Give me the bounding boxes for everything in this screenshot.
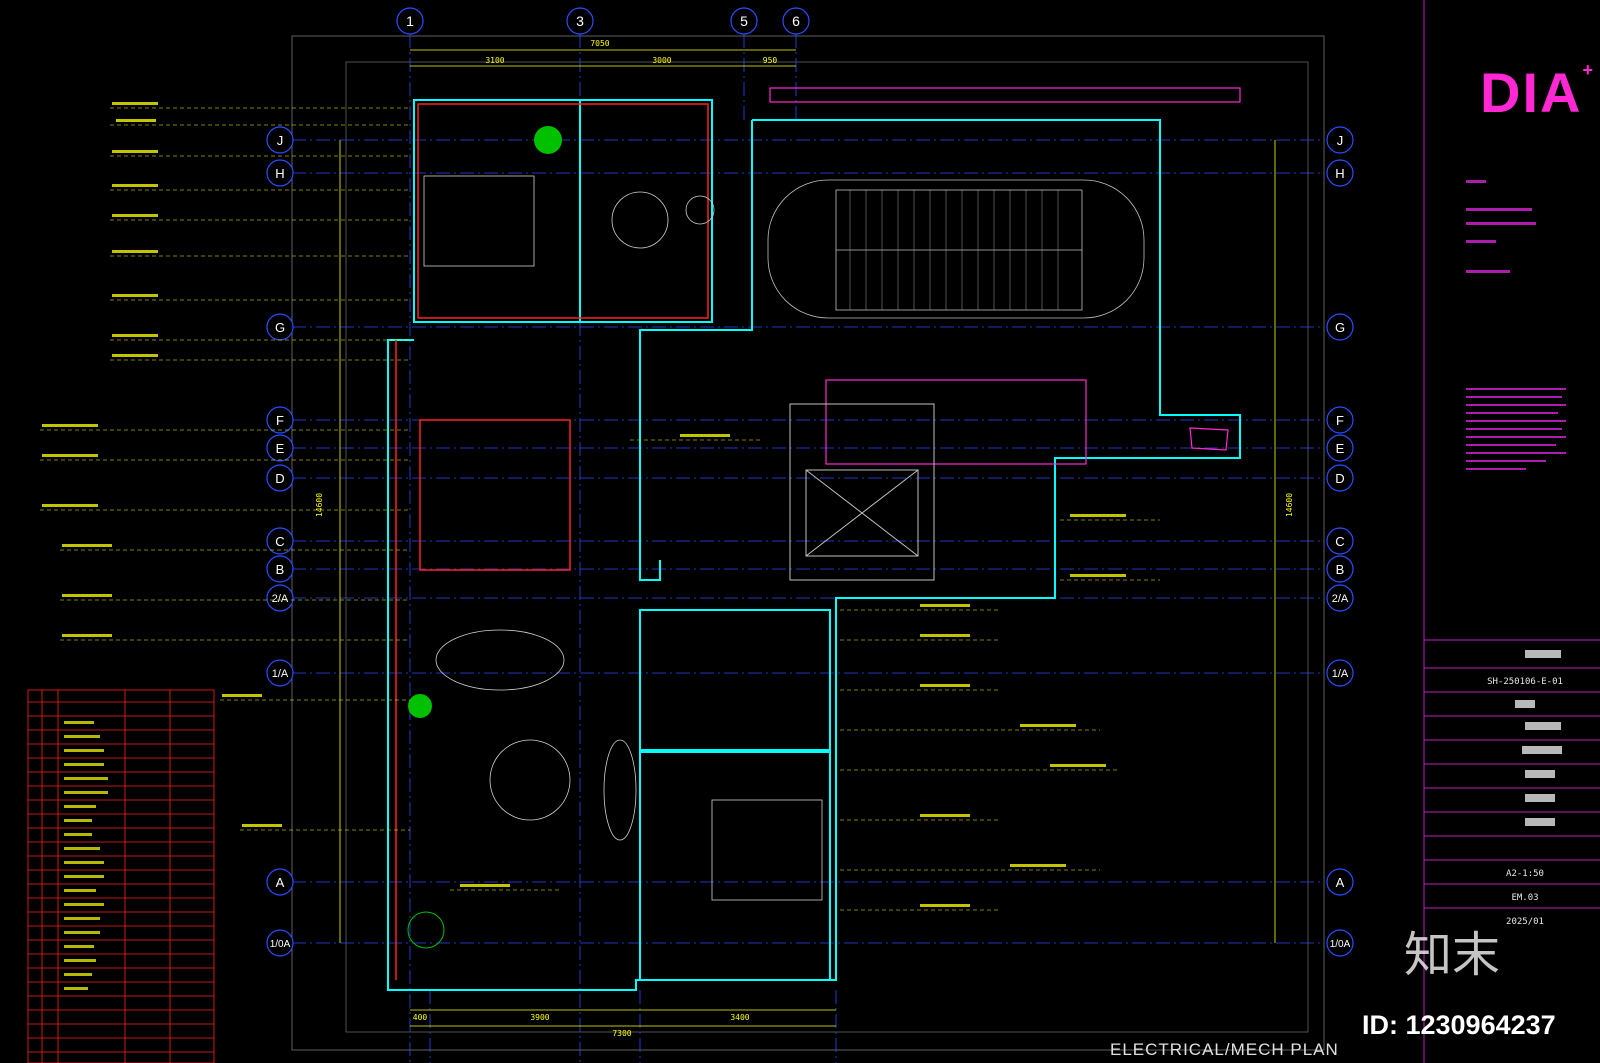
grid-label-row: F [276,413,284,428]
grid-label-row: A [1336,875,1345,890]
grid-label-row: D [1335,471,1344,486]
dim-right-total: 14600 [1285,493,1294,517]
dim-top-total: 7050 [590,39,609,48]
grid-lines [409,34,837,1063]
grid-label-row: B [276,562,285,577]
scale-value: A2-1:50 [1506,869,1544,879]
legend-entries [64,721,108,990]
drawing-title: ELECTRICAL/MECH PLAN [1110,1040,1339,1059]
dimension-lines [339,49,1276,1027]
drawing-number: SH-250106-E-01 [1487,677,1563,687]
dimension-texts: 7050 3100 3000 950 7300 400 3900 3400 14… [315,39,1294,1038]
dim-bottom-seg: 400 [413,1013,428,1022]
legend-table [27,689,215,1063]
drawing-frame-inner [345,61,1309,1033]
furniture [423,175,823,901]
bed-bottom [711,799,823,901]
grid-label-row: 1/A [272,668,289,680]
grid-label-row: 1/A [1332,668,1349,680]
drawing-frame [291,35,1325,1051]
bed-top [423,175,535,267]
grid-label-row: G [275,320,285,335]
row-bubbles-left [266,126,294,957]
inner-walls [395,103,709,980]
title-block-stamps [1515,650,1562,826]
row-bubbles-right [1326,126,1354,957]
grid-label-row: C [275,534,284,549]
elevator-shaft [789,403,935,581]
sheet-number: EM.03 [1511,893,1539,903]
stair-treads [849,190,1059,310]
plants [407,126,562,949]
grid-label-row: 2/A [272,593,289,605]
grid-label-row: 2/A [1332,593,1349,605]
grid-label-row: E [276,441,285,456]
company-logo: DIA+ [1480,60,1595,124]
watermark-id: ID: 1230964237 [1362,1010,1556,1040]
grid-label-row: H [275,166,284,181]
grid-label-col: 5 [740,13,748,29]
grid-label-row: A [276,875,285,890]
dim-top-seg: 950 [763,56,778,65]
watermark-brand: 知末 [1404,927,1501,983]
dim-left-total: 14600 [315,493,324,517]
grid-label-row: 1/0A [1330,939,1351,950]
grid-label-row: B [1336,562,1345,577]
grid-label-row: E [1336,441,1345,456]
grid-label-col: 6 [792,13,800,29]
column-bubbles [396,7,810,35]
grid-label-row: F [1336,413,1344,428]
grid-label-row: G [1335,320,1345,335]
title-block-notes [1466,180,1566,470]
issue-date: 2025/01 [1506,917,1544,927]
staircase [767,179,1145,319]
grid-label-row: C [1335,534,1344,549]
annotation-notes [42,102,1126,907]
grid-label-col: 1 [406,13,414,29]
grid-label-row: H [1335,166,1344,181]
walls [387,99,1241,991]
grid-label-row: 1/0A [270,939,291,950]
dim-top-seg: 3000 [652,56,671,65]
dim-bottom-seg: 3900 [530,1013,549,1022]
grid-label-row: D [275,471,284,486]
magenta-lines [769,87,1241,465]
column-bubble-labels: 1 3 5 6 [406,13,800,29]
dim-top-seg: 3100 [485,56,504,65]
annotation-leaders [40,107,1160,911]
grid-label-row: J [277,133,284,148]
dim-bottom-seg: 3400 [730,1013,749,1022]
grid-label-col: 3 [576,13,584,29]
row-bubble-labels-left: J H G F E D C B 2/A 1/A A 1/0A [270,133,291,950]
grid-label-row: J [1337,133,1344,148]
title-block: DIA+ SH-250106-E-01 A2-1:50 EM.03 2025/0… [1450,0,1600,1063]
dim-bottom-total: 7300 [612,1029,631,1038]
title-block-frame [1423,0,1600,1063]
row-bubble-labels-right: J H G F E D C B 2/A 1/A A 1/0A [1330,133,1351,950]
